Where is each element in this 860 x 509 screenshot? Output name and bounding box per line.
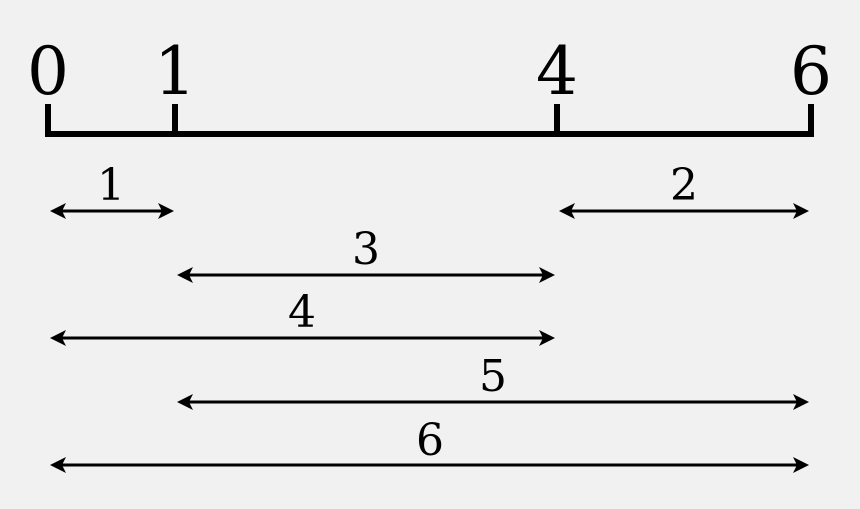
distance-arrow-6-right-head (793, 457, 809, 473)
distance-arrow-1: 1 (50, 160, 174, 219)
distance-arrow-6-left-head (50, 457, 66, 473)
ruler-mark-label-0: 0 (27, 33, 69, 110)
distance-arrow-5: 5 (177, 351, 809, 410)
distance-label-5: 5 (479, 351, 507, 402)
distance-label-6: 6 (416, 415, 444, 466)
distance-arrow-2-left-head (559, 203, 575, 219)
distance-arrow-3: 3 (177, 224, 555, 283)
distance-arrow-1-left-head (50, 203, 66, 219)
distance-arrow-1-right-head (158, 203, 174, 219)
distance-arrow-4: 4 (50, 287, 555, 346)
distance-label-1: 1 (97, 160, 125, 211)
distance-arrow-4-left-head (50, 330, 66, 346)
distance-arrow-4-right-head (539, 330, 555, 346)
distance-arrow-3-left-head (177, 267, 193, 283)
ruler-mark-label-6: 6 (790, 33, 832, 110)
distance-arrow-3-right-head (539, 267, 555, 283)
distance-arrow-2: 2 (559, 160, 809, 219)
ruler-mark-label-4: 4 (536, 33, 578, 110)
distance-label-4: 4 (288, 287, 316, 338)
distance-arrow-2-right-head (793, 203, 809, 219)
ruler-mark-label-1: 1 (154, 33, 196, 110)
distance-label-2: 2 (670, 160, 698, 211)
distance-label-3: 3 (352, 224, 380, 275)
distance-arrow-5-left-head (177, 394, 193, 410)
distance-arrow-6: 6 (50, 415, 809, 473)
distance-arrow-5-right-head (793, 394, 809, 410)
